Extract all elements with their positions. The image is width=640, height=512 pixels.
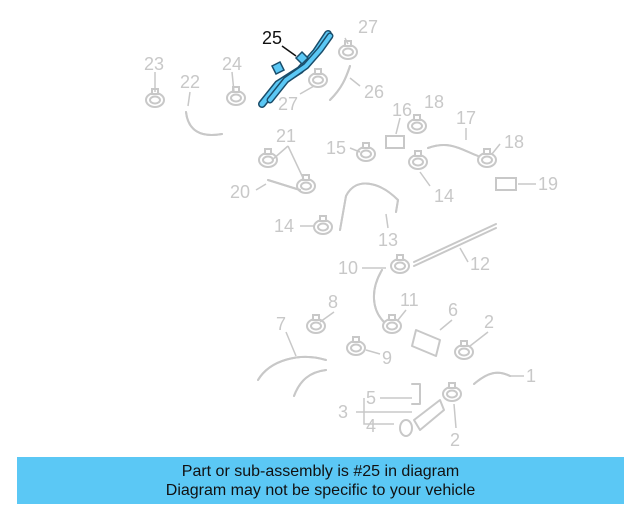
- label-8[interactable]: 8: [328, 292, 338, 312]
- label-13[interactable]: 13: [378, 230, 398, 250]
- label-27[interactable]: 27: [358, 17, 378, 37]
- label-4[interactable]: 4: [366, 416, 376, 436]
- label-24[interactable]: 24: [222, 54, 242, 74]
- label-3[interactable]: 3: [338, 402, 348, 422]
- label-22[interactable]: 22: [180, 72, 200, 92]
- banner-line-2: Diagram may not be specific to your vehi…: [165, 481, 476, 499]
- label-25[interactable]: 25: [262, 28, 282, 48]
- label-7[interactable]: 7: [276, 314, 286, 334]
- leader-lines: [154, 37, 536, 429]
- label-12[interactable]: 12: [470, 254, 490, 274]
- label-18b[interactable]: 18: [504, 132, 524, 152]
- label-19[interactable]: 19: [538, 174, 558, 194]
- label-14[interactable]: 14: [434, 186, 454, 206]
- label-18[interactable]: 18: [424, 92, 444, 112]
- label-1[interactable]: 1: [526, 366, 536, 386]
- label-15[interactable]: 15: [326, 138, 346, 158]
- part-25-pipe[interactable]: [258, 30, 334, 108]
- label-26[interactable]: 26: [364, 82, 384, 102]
- label-5[interactable]: 5: [366, 388, 376, 408]
- part-labels: 25 27 23 24 22 27 26 16 18 21 17 18 15 2…: [144, 17, 558, 450]
- label-2[interactable]: 2: [484, 312, 494, 332]
- label-9[interactable]: 9: [382, 348, 392, 368]
- banner-line-1: Part or sub-assembly is #25 in diagram: [181, 462, 460, 480]
- label-23[interactable]: 23: [144, 54, 164, 74]
- label-2b[interactable]: 2: [450, 430, 460, 450]
- label-27b[interactable]: 27: [278, 94, 298, 114]
- label-21[interactable]: 21: [276, 126, 296, 146]
- label-6[interactable]: 6: [448, 300, 458, 320]
- label-10[interactable]: 10: [338, 258, 358, 278]
- info-banner: Part or sub-assembly is #25 in diagram D…: [17, 457, 624, 504]
- other-parts: [145, 40, 517, 437]
- label-16[interactable]: 16: [392, 100, 412, 120]
- label-17[interactable]: 17: [456, 108, 476, 128]
- parts-diagram: 25 27 23 24 22 27 26 16 18 21 17 18 15 2…: [144, 17, 558, 450]
- label-20[interactable]: 20: [230, 182, 250, 202]
- label-14b[interactable]: 14: [274, 216, 294, 236]
- label-11[interactable]: 11: [400, 290, 419, 310]
